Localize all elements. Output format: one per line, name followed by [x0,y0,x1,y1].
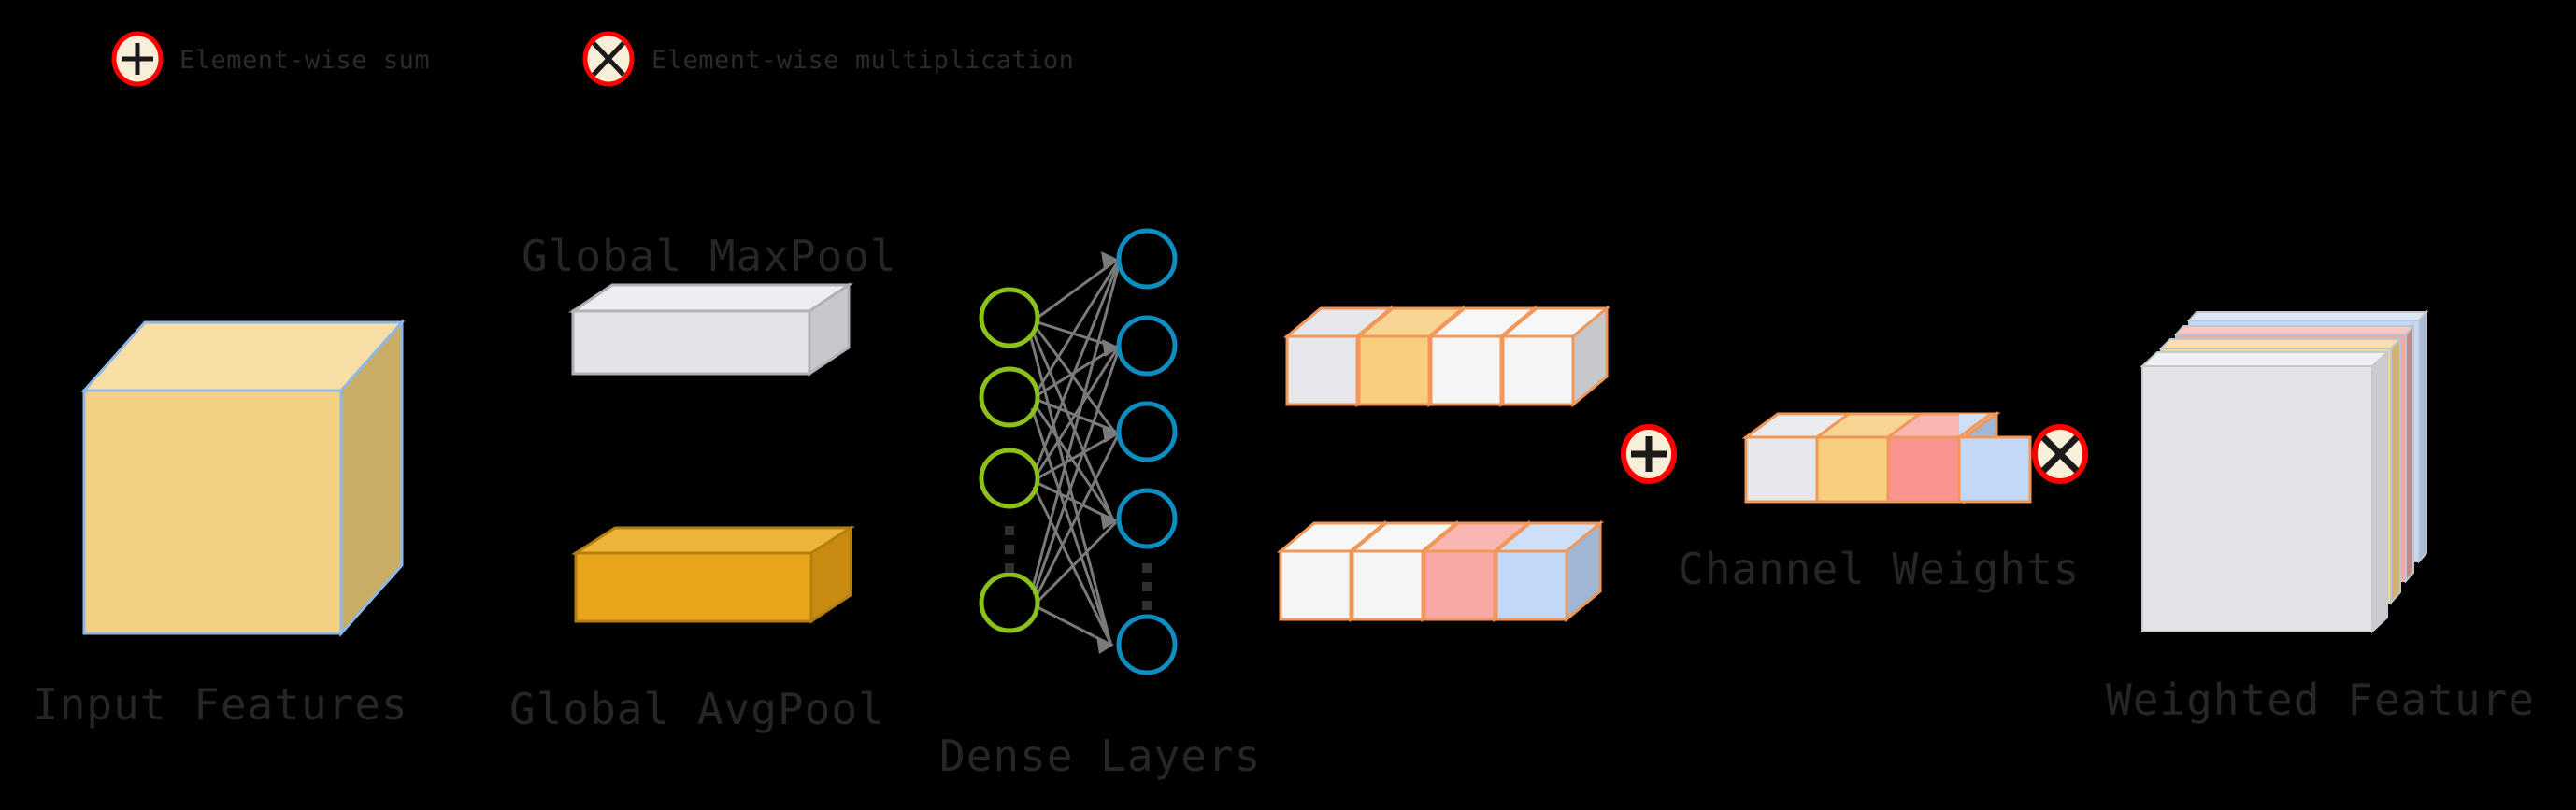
channel-weight-cell [1815,435,1890,504]
dense-layers-label: Dense Layers [939,731,1261,781]
times-stroke-b [2040,434,2080,474]
dense-input-node [979,366,1040,428]
multiply-operator [2032,424,2088,484]
feature-cube [1498,305,1611,408]
channel-weights-bar: Channel Weights [1678,411,2080,594]
channel-weight-cell [1744,435,1819,504]
feature-cube [1492,519,1605,623]
legend-item-multiplication: Element-wise multiplication [582,31,1074,87]
legend-label-sum: Element-wise sum [179,46,430,75]
sum-operator [1621,424,1677,484]
dense-input-node [979,287,1040,348]
global-maxpool-box: Global MaxPool [522,231,897,377]
dense-output-node [1116,488,1178,549]
legend-item-sum: Element-wise sum [111,31,430,87]
maxpool-feature-vector [1282,305,1611,408]
input-features-cube: Input Features [33,319,408,730]
dense-output-node [1116,614,1178,675]
avgpool-feature-vector [1276,519,1605,623]
global-avgpool-label: Global AvgPool [509,684,885,734]
dense-arrowheads [1096,251,1120,654]
maxpool-front [571,309,811,376]
dense-layers: Dense Layers [939,228,1261,781]
legend-label-multiplication: Element-wise multiplication [651,46,1074,75]
weighted-feature-slab [2140,349,2390,634]
dense-input-node [979,572,1040,633]
channel-weight-cell [1957,435,2032,504]
dense-output-nodes [1116,228,1178,675]
channel-weights-label: Channel Weights [1678,544,2080,594]
dense-input-ellipsis [1005,526,1014,573]
input-features-label: Input Features [33,679,408,730]
avgpool-front [574,551,813,623]
weighted-feature-stack: Weighted Feature [2106,309,2535,725]
dense-output-node [1116,315,1178,377]
dense-input-nodes [979,287,1040,633]
maxpool-top [568,283,853,313]
dense-output-ellipsis [1142,563,1152,610]
dense-output-node [1116,228,1178,290]
dense-input-node [979,448,1040,509]
times-stroke-b [592,41,625,77]
global-maxpool-label: Global MaxPool [522,231,897,281]
weighted-feature-label: Weighted Feature [2106,675,2535,725]
avgpool-top [570,526,856,555]
legend: Element-wise sum Element-wise multiplica… [111,31,1074,87]
global-avgpool-box: Global AvgPool [509,525,885,734]
channel-weight-cell [1886,435,1961,504]
dense-connections [1028,258,1121,647]
dense-output-node [1116,401,1178,462]
input-cube-front [82,389,343,635]
